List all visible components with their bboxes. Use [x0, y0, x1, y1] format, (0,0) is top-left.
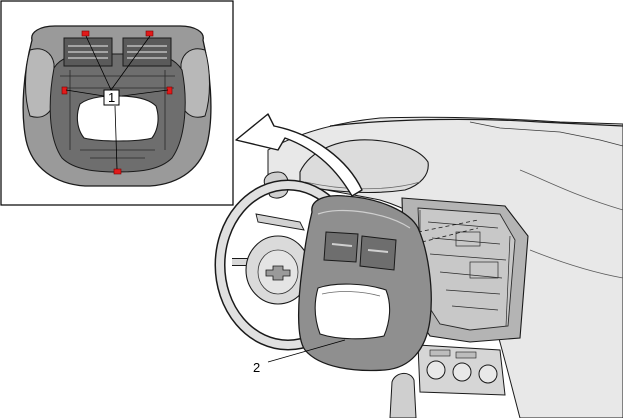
radio-screw-lines [417, 219, 479, 243]
fastener-marker [145, 30, 154, 37]
gear-shifter [389, 373, 417, 418]
brand-emblem-icon [265, 265, 291, 281]
callout-2-leader [267, 339, 346, 363]
steering-wheel [214, 179, 362, 351]
dash-right-contour [519, 169, 623, 211]
callout-1-leaders [65, 35, 169, 170]
turn-signal-stalk [255, 213, 305, 231]
callout-1-label: 1 [108, 90, 115, 105]
instrument-cluster-shadow [304, 181, 421, 190]
fastener-marker [81, 30, 90, 37]
climate-control-panel [417, 344, 506, 396]
dash-defroster-edge [469, 121, 623, 147]
inset-structure-ribs [60, 70, 175, 159]
center-trim-bezel [297, 194, 432, 372]
radio-chassis [417, 207, 516, 331]
detail-inset: 1 [0, 0, 234, 206]
dashboard-scene: 2 [214, 113, 623, 418]
fastener-marker [61, 86, 68, 95]
removal-direction-arrow-icon [235, 113, 363, 197]
fastener-marker [113, 168, 122, 175]
inset-vent-housings [63, 37, 172, 67]
windshield-rim [329, 118, 623, 127]
fastener-marker [166, 86, 173, 95]
inset-right-pad [180, 48, 210, 118]
callout-1-box [103, 89, 120, 106]
inset-left-pad [25, 48, 55, 118]
dash-lower-contour [529, 249, 623, 279]
callout-2-label: 2 [253, 360, 260, 375]
